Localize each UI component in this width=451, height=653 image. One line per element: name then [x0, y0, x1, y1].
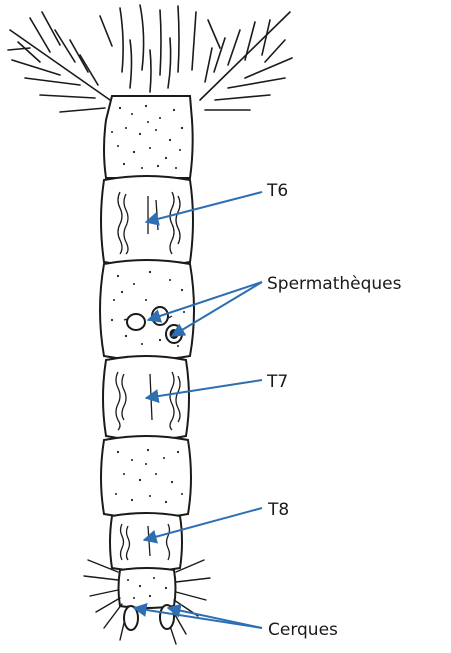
- label-t8: T8: [268, 502, 289, 519]
- label-t7: T7: [267, 374, 288, 391]
- spermatheca-left: [127, 314, 145, 330]
- arrow-cercus-right: [168, 608, 262, 628]
- label-cerques: Cerques: [268, 622, 338, 639]
- arrow-cercus-left: [134, 608, 262, 628]
- segment-dotted: [101, 436, 191, 518]
- segment-t8: [110, 513, 182, 571]
- cercus-left: [124, 606, 138, 630]
- segment-t5: [104, 96, 193, 178]
- label-spermatheques: Spermathèques: [267, 276, 402, 293]
- label-t6: T6: [267, 183, 288, 200]
